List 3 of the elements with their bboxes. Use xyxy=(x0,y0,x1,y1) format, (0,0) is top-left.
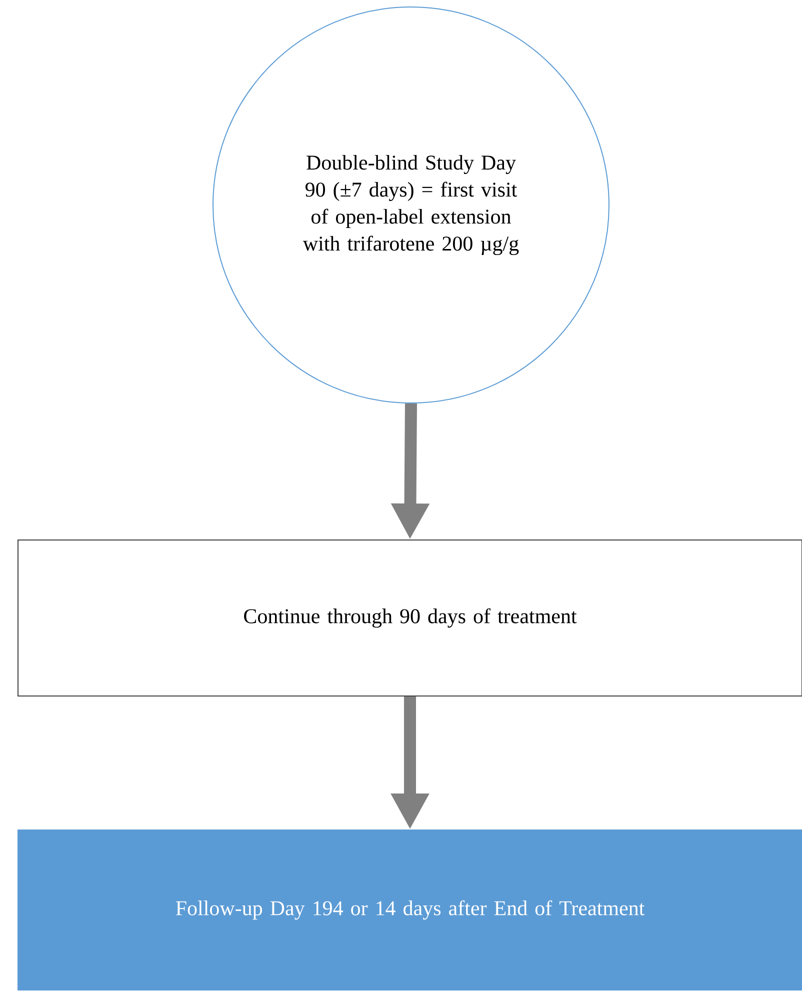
process-box: Continue through 90 days of treatment xyxy=(18,540,802,696)
filled-box: Follow-up Day 194 or 14 days after End of Treatment xyxy=(18,830,802,990)
circle-node: Double-blind Study Day 90 (±7 days) = first visit of open-label extension with trifarotene 200 µg/g xyxy=(212,6,610,404)
